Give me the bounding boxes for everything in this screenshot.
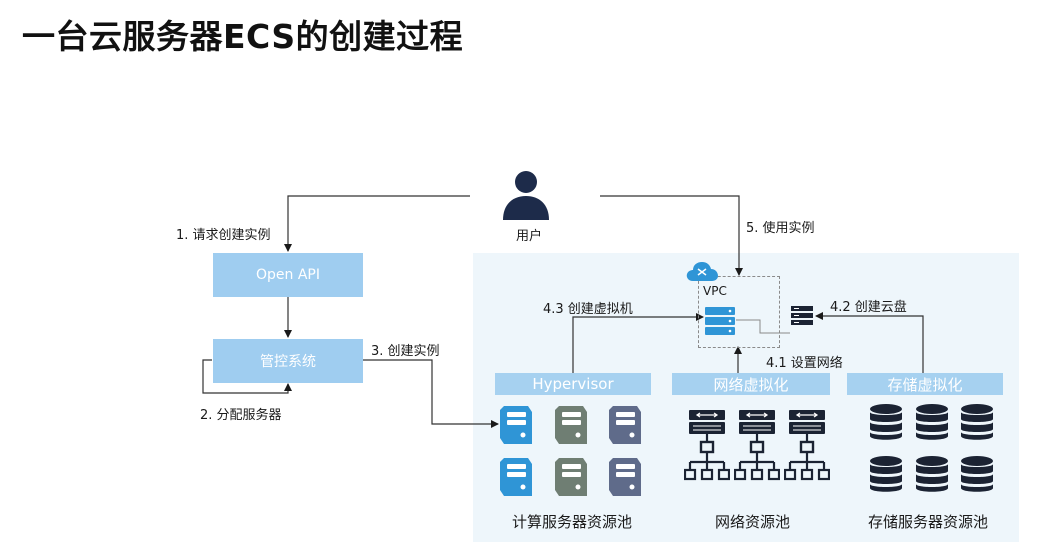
network-switch-icon <box>683 410 731 492</box>
storage-disk-icon <box>915 403 949 445</box>
page-title: 一台云服务器ECS的创建过程 <box>22 17 464 56</box>
server-icon <box>555 406 587 448</box>
server-icon <box>609 406 641 448</box>
vpc-label: VPC <box>703 284 727 298</box>
user-label: 用户 <box>516 229 543 244</box>
network-pool-label: 网络资源池 <box>715 513 791 531</box>
arrow-create-disk <box>815 312 924 373</box>
storage-disk-icon <box>869 455 903 497</box>
control-system-box: 管控系统 <box>213 339 363 383</box>
vpc-server-icon <box>705 306 735 340</box>
vpc-boundary <box>698 276 780 348</box>
server-icon <box>500 458 532 500</box>
step-allocate-label: 2. 分配服务器 <box>200 408 282 423</box>
storage-virtualization-bar: 存储虚拟化 <box>847 373 1003 395</box>
compute-pool-label: 计算服务器资源池 <box>512 513 633 531</box>
network-virtualization-bar: 网络虚拟化 <box>672 373 830 395</box>
storage-disk-icon <box>960 403 994 445</box>
storage-pool-label: 存储服务器资源池 <box>868 513 989 531</box>
hypervisor-bar: Hypervisor <box>495 373 651 395</box>
user-icon <box>500 168 552 224</box>
arrow-use <box>600 195 743 276</box>
step-set-network-label: 4.1 设置网络 <box>766 356 843 371</box>
server-icon <box>500 406 532 448</box>
server-icon <box>609 458 641 500</box>
cloud-disk-icon <box>791 306 813 330</box>
storage-disk-icon <box>869 403 903 445</box>
arrow-create-vm <box>572 313 704 373</box>
arrow-request <box>284 195 470 252</box>
storage-disk-icon <box>915 455 949 497</box>
cloud-icon <box>685 259 719 287</box>
step-use-label: 5. 使用实例 <box>746 221 815 236</box>
arrow-create <box>363 359 499 428</box>
step-create-disk-label: 4.2 创建云盘 <box>830 300 907 315</box>
storage-disk-icon <box>960 455 994 497</box>
network-switch-icon <box>783 410 831 492</box>
open-api-box: Open API <box>213 253 363 297</box>
step-request-label: 1. 请求创建实例 <box>176 228 271 243</box>
server-icon <box>555 458 587 500</box>
arrow-allocate <box>202 359 292 394</box>
network-switch-icon <box>733 410 781 492</box>
step-create-label: 3. 创建实例 <box>371 344 440 359</box>
step-create-vm-label: 4.3 创建虚拟机 <box>543 302 633 317</box>
vpc-disk-link <box>736 319 790 334</box>
